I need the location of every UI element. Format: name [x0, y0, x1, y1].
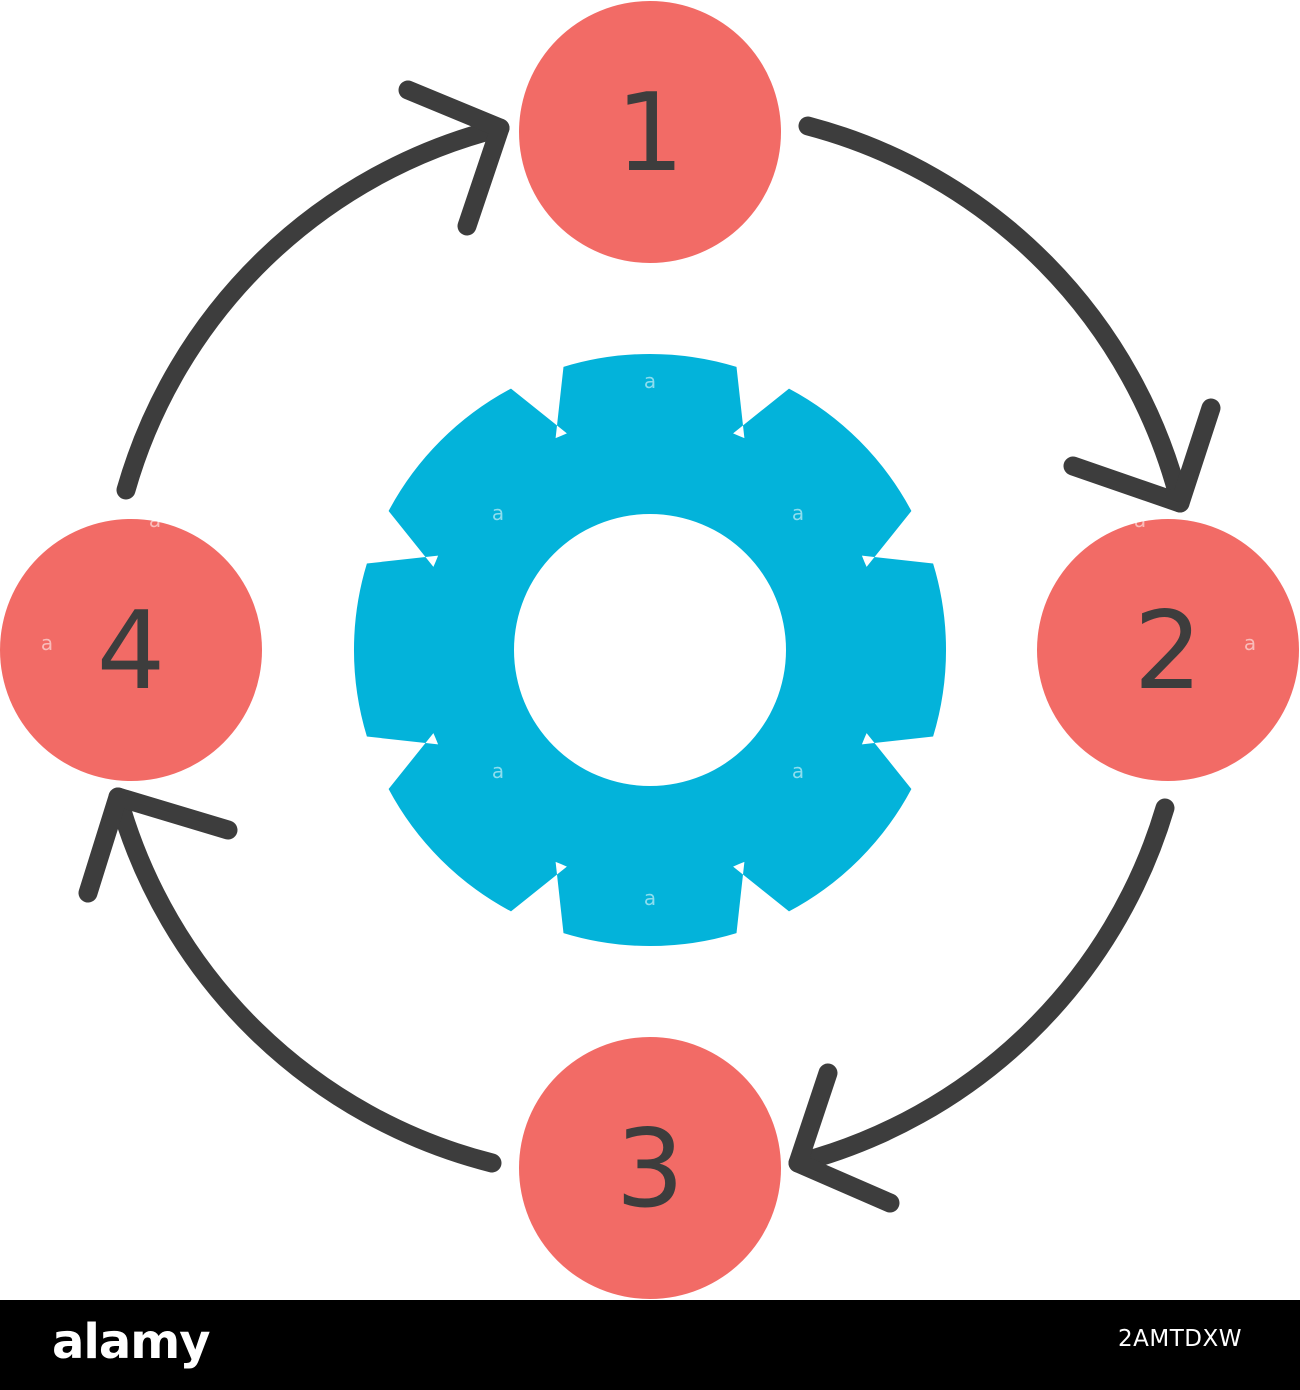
- step-circle: [519, 1, 781, 263]
- step-4: 4: [0, 519, 262, 781]
- arrow-4-to-1: [116, 118, 510, 500]
- arrowhead-2: [1063, 398, 1221, 513]
- watermark-stamp: a: [492, 759, 504, 783]
- arrowhead-4: [78, 787, 238, 903]
- step-1-label: 1: [616, 71, 685, 196]
- footer-bar: alamy 2AMTDXW: [0, 1300, 1300, 1390]
- gear-icon: [353, 353, 947, 947]
- arrow-3-to-4: [108, 787, 502, 1173]
- arrow-1-to-2: [798, 116, 1190, 513]
- watermark-stamp: a: [41, 631, 53, 655]
- watermark-stamp: a: [492, 501, 504, 525]
- step-circle: [0, 519, 262, 781]
- arrowhead-3: [788, 1063, 900, 1213]
- watermark-stamp: a: [1244, 631, 1256, 655]
- arrowhead-1: [398, 80, 510, 236]
- step-3-label: 3: [616, 1107, 685, 1232]
- step-circle: [519, 1037, 781, 1299]
- watermark-stamp: a: [644, 886, 656, 910]
- brand-logo: alamy: [52, 1314, 211, 1370]
- watermark-stamp: a: [792, 501, 804, 525]
- watermark-stamp: a: [644, 369, 656, 393]
- step-circle: [1037, 519, 1299, 781]
- process-cycle-diagram: 1 2 3 4 a a a a a a a a a a: [0, 1, 1299, 1299]
- diagram-canvas: 1 2 3 4 a a a a a a a a a a: [0, 0, 1300, 1300]
- gear-body: [353, 353, 947, 947]
- cycle-arrows: [78, 80, 1221, 1213]
- step-3: 3: [519, 1037, 781, 1299]
- step-1: 1: [519, 1, 781, 263]
- step-2: 2: [1037, 519, 1299, 781]
- step-2-label: 2: [1134, 589, 1203, 714]
- watermark-stamp: a: [1134, 508, 1146, 532]
- image-id-label: 2AMTDXW: [1118, 1326, 1242, 1352]
- arrow-2-to-3: [788, 798, 1175, 1173]
- watermark-stamps: a a a a a a a a a a: [41, 369, 1256, 910]
- watermark-stamp: a: [792, 759, 804, 783]
- step-4-label: 4: [97, 589, 166, 714]
- watermark-stamp: a: [149, 508, 161, 532]
